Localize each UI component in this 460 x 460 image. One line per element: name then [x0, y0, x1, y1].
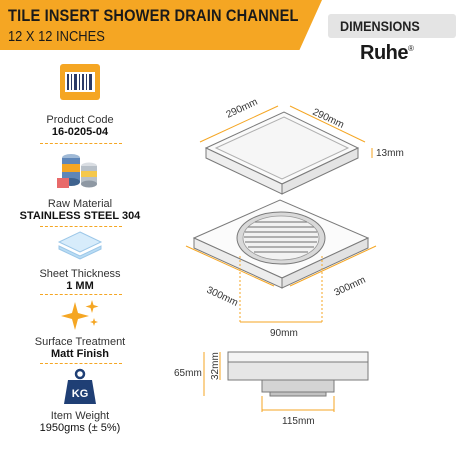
spec-label: Surface Treatment: [34, 336, 126, 348]
layers-icon: [57, 231, 103, 260]
spec-raw-material: Raw Material STAINLESS STEEL 304: [0, 148, 160, 222]
spec-value: 1 MM: [66, 280, 94, 292]
page-subtitle: 12 X 12 INCHES: [8, 28, 105, 45]
technical-drawing: 290mm 290mm 13mm 300mm 300mm 90mm: [174, 97, 404, 427]
body-dimension-lines: [185, 245, 377, 323]
spec-value: STAINLESS STEEL 304: [19, 210, 141, 222]
sparkle-icon: [61, 300, 99, 330]
spec-label: Sheet Thickness: [39, 268, 121, 280]
spec-surface-treatment: Surface Treatment Matt Finish: [0, 298, 160, 360]
barcode-icon: [60, 64, 100, 100]
header-band: [0, 0, 322, 50]
divider: [40, 294, 122, 295]
dim-total-height: 65mm: [174, 368, 202, 379]
divider: [40, 363, 122, 364]
dim-body-height: 32mm: [210, 352, 221, 380]
divider: [40, 226, 122, 227]
spec-product-code: Product Code 16-0205-04: [0, 62, 160, 138]
spec-label: Raw Material: [47, 198, 113, 210]
spec-sheet-thickness: Sheet Thickness 1 MM: [0, 230, 160, 292]
spec-label: Product Code: [46, 114, 114, 126]
tray-dimension-lines: [199, 105, 373, 158]
spec-sidebar: Product Code 16-0205-04 Raw Material STA…: [0, 58, 160, 460]
dimensions-label: DIMENSIONS: [340, 18, 420, 34]
spec-label: Item Weight: [50, 410, 110, 422]
dim-base-left: 300mm: [205, 285, 240, 309]
spec-value: 16-0205-04: [51, 126, 109, 138]
side-view: [227, 351, 369, 397]
tile-tray: [204, 111, 360, 195]
dim-base-right: 300mm: [333, 275, 368, 299]
dim-outlet: 115mm: [282, 416, 315, 427]
spec-item-weight: KG Item Weight 1950gms (± 5%): [0, 368, 160, 434]
weight-icon: KG: [64, 368, 96, 404]
spec-value: Matt Finish: [50, 348, 110, 360]
side-dimension-lines: [203, 352, 335, 412]
registered-mark: ®: [408, 44, 414, 53]
round-grate: [236, 211, 326, 265]
dim-tray-height: 13mm: [376, 148, 404, 159]
material-icon: [57, 154, 97, 188]
weight-badge: KG: [72, 388, 89, 400]
dim-grate: 90mm: [270, 328, 298, 339]
divider: [40, 143, 122, 144]
brand-name: Ruhe: [360, 42, 409, 64]
page-title: TILE INSERT SHOWER DRAIN CHANNEL: [8, 6, 299, 25]
spec-value: 1950gms (± 5%): [39, 422, 121, 434]
brand-logo: Ruhe®: [360, 42, 414, 65]
dimensions-tag: [328, 14, 456, 38]
